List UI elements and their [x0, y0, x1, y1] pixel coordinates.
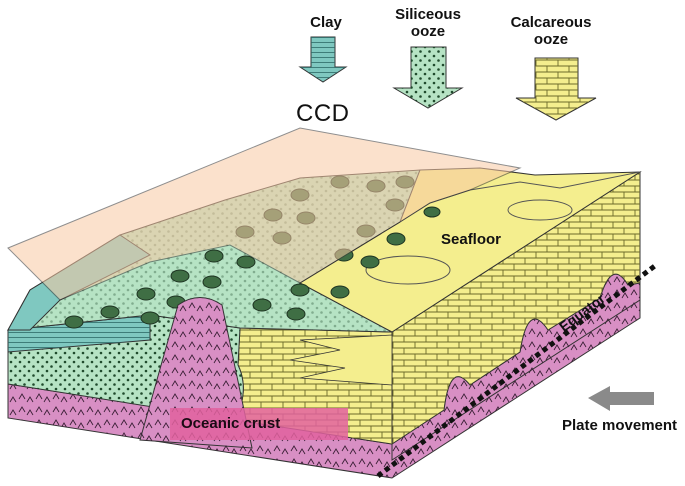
siliceous-ooze-arrow-icon: [394, 47, 462, 108]
clay-arrow-icon: [300, 37, 346, 82]
ccd-label: CCD: [296, 100, 350, 128]
seafloor-label: Seafloor: [441, 231, 501, 248]
siliceous-ooze-label-line2: ooze: [411, 23, 445, 40]
plate-movement-arrow-icon: [588, 386, 654, 411]
clay-label: Clay: [296, 14, 356, 31]
oceanic-crust-label: Oceanic crust: [181, 415, 280, 432]
calcareous-ooze-arrow-icon: [516, 58, 596, 120]
plate-movement-label: Plate movement: [562, 417, 677, 434]
siliceous-ooze-label-line1: Siliceous: [395, 6, 461, 23]
calcareous-ooze-label-line2: ooze: [534, 31, 568, 48]
calcareous-ooze-label-line1: Calcareous: [511, 14, 592, 31]
